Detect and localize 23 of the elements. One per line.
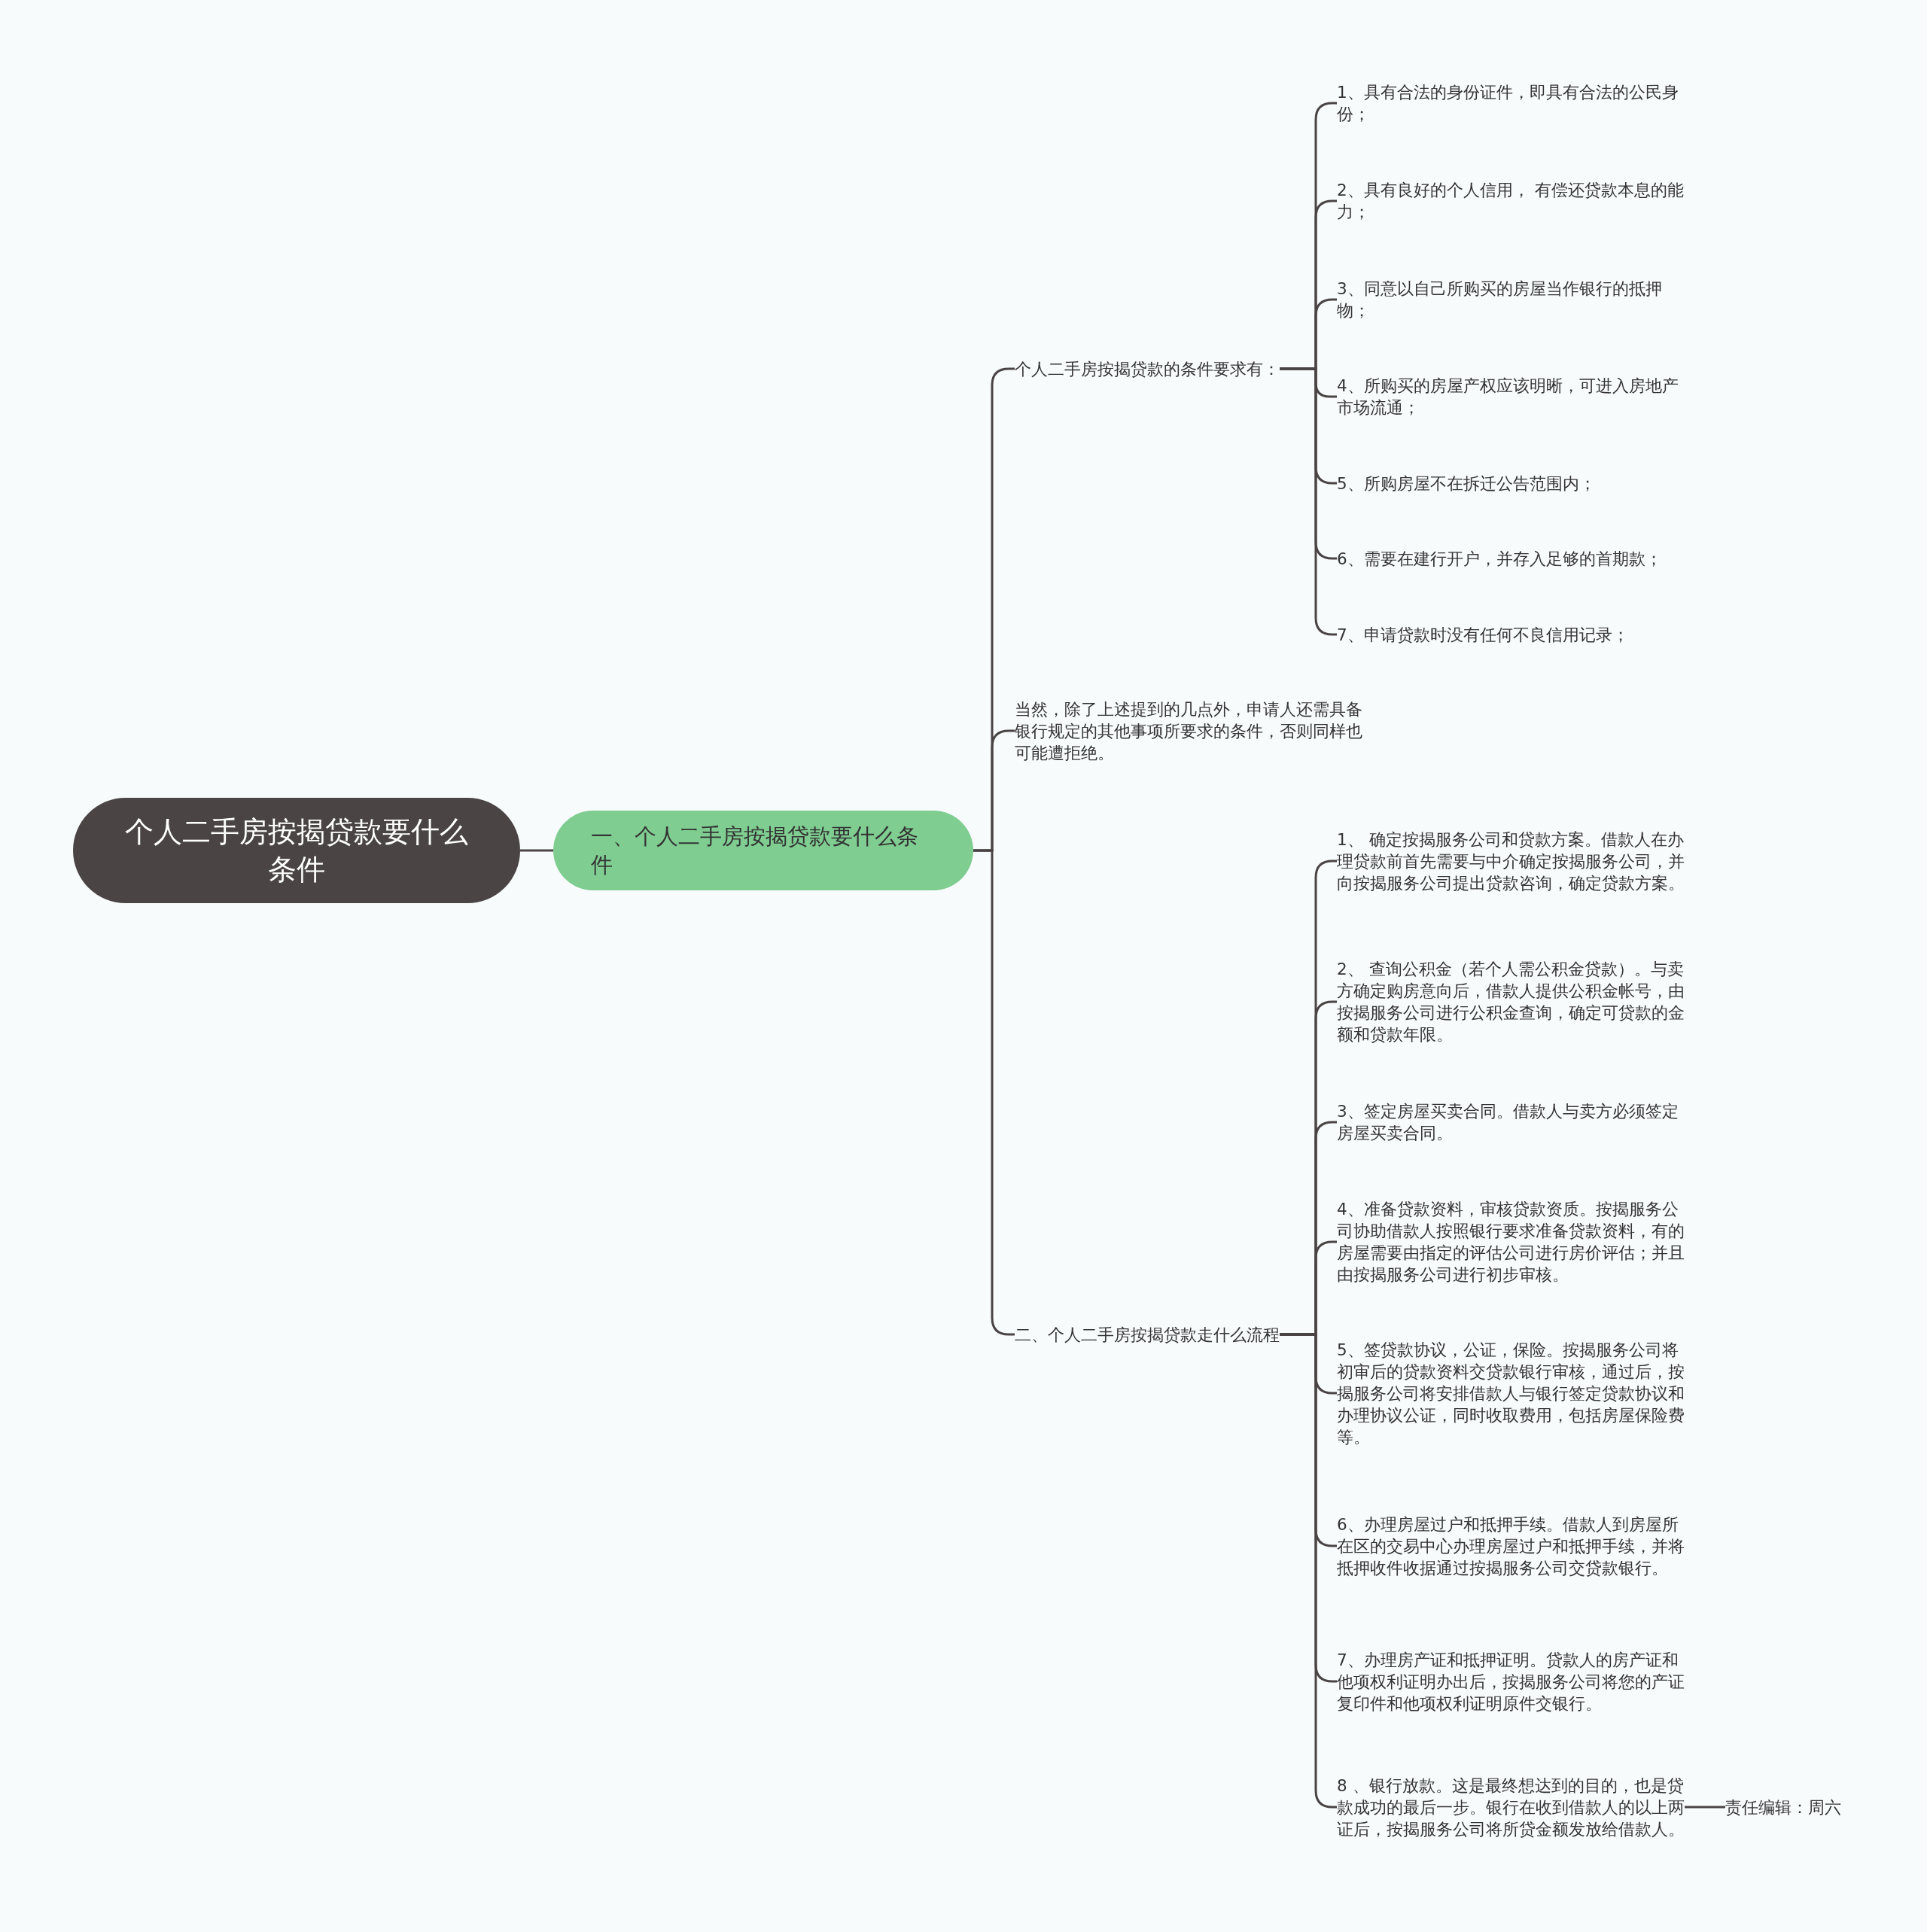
topic-text: 3、签定房屋买卖合同。借款人与卖方必须签定房屋买卖合同。 [1337, 1100, 1685, 1144]
topic-text: 2、具有良好的个人信用， 有偿还贷款本息的能力； [1337, 179, 1691, 223]
topic-text: 责任编辑：周六 [1725, 1796, 1841, 1818]
topic-text: 二、个人二手房按揭贷款走什么流程 [1015, 1323, 1280, 1346]
topic-text: 1、 确定按揭服务公司和贷款方案。借款人在办理贷款前首先需要与中介确定按揭服务公司，并向按揭服务公司提出贷款咨询，确定贷款方案。 [1337, 828, 1685, 894]
topic-text: 4、准备贷款资料，审核贷款资质。按揭服务公司协助借款人按照银行要求准备贷款资料，有的房屋需要由指定的评估公司进行房价评估；并且由按揭服务公司进行初步审核。 [1337, 1198, 1685, 1285]
topic-text: 5、所购房屋不在拆迁公告范围内； [1337, 472, 1691, 494]
topic-text: 8 、银行放款。这是最终想达到的目的，也是贷款成功的最后一步。银行在收到借款人的以上两证后，按揭服务公司将所贷金额发放给借款人。 [1337, 1774, 1685, 1840]
topic-text: 7、申请贷款时没有任何不良信用记录； [1337, 623, 1691, 646]
topic-text: 3、同意以自己所购买的房屋当作银行的抵押物； [1337, 278, 1691, 321]
connector-line [520, 849, 553, 852]
topic-text: 5、签贷款协议，公证，保险。按揭服务公司将初审后的贷款资料交贷款银行审核，通过后，按揭服务公司将安排借款人与银行签定贷款协议和办理协议公证，同时收取费用，包括房屋保险费等。 [1337, 1338, 1685, 1448]
topic-text: 6、办理房屋过户和抵押手续。借款人到房屋所在区的交易中心办理房屋过户和抵押手续，并将抵押收件收据通过按揭服务公司交贷款银行。 [1337, 1513, 1685, 1579]
topic-text: 7、办理房产证和抵押证明。贷款人的房产证和他项权利证明办出后，按揭服务公司将您的产证复印件和他项权利证明原件交银行。 [1337, 1648, 1685, 1714]
topic-text: 1、具有合法的身份证件，即具有合法的公民身份； [1337, 81, 1691, 125]
topic-text: 6、需要在建行开户，并存入足够的首期款； [1337, 547, 1691, 570]
topic-text: 4、所购买的房屋产权应该明晰，可进入房地产市场流通； [1337, 375, 1691, 418]
topic-text: 2、 查询公积金（若个人需公积金贷款）。与卖方确定购房意向后，借款人提供公积金帐号，由按揭服务公司进行公积金查询，确定可贷款的金额和贷款年限。 [1337, 958, 1685, 1045]
topic-text: 个人二手房按揭贷款的条件要求有： [1015, 357, 1280, 380]
main-topic: 一、个人二手房按揭贷款要什么条件 [553, 811, 973, 890]
central-topic: 个人二手房按揭贷款要什么条件 [73, 798, 520, 903]
topic-text: 当然，除了上述提到的几点外，申请人还需具备银行规定的其他事项所要求的条件，否则同样也可能遭拒绝。 [1015, 698, 1365, 764]
connector-line [1685, 1806, 1725, 1809]
